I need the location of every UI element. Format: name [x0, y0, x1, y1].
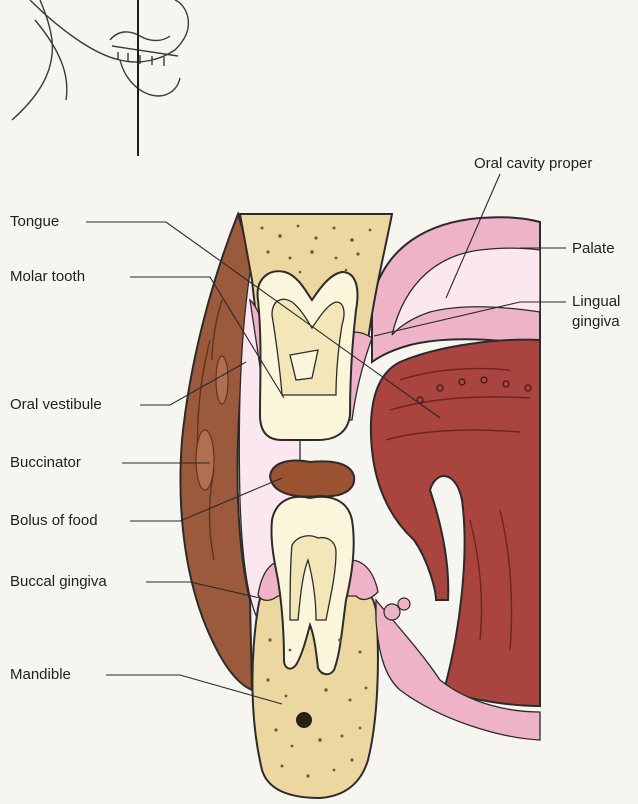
label-palate: Palate: [572, 240, 615, 258]
sublingual-papillae: [384, 598, 410, 620]
label-buccinator: Buccinator: [10, 454, 81, 472]
label-buccal-gingiva: Buccal gingiva: [10, 573, 107, 591]
label-oral-cavity-proper: Oral cavity proper: [474, 155, 592, 173]
upper-molar-tooth: [258, 271, 358, 440]
label-tongue: Tongue: [10, 213, 59, 231]
label-lingual-gingiva-line2: gingiva: [572, 313, 620, 331]
label-lingual-gingiva-line1: Lingual: [572, 293, 620, 311]
label-molar-tooth: Molar tooth: [10, 268, 85, 286]
head-profile-inset: [12, 0, 188, 120]
label-mandible: Mandible: [10, 666, 71, 684]
label-bolus-of-food: Bolus of food: [10, 512, 98, 530]
bolus-of-food: [270, 461, 354, 497]
label-oral-vestibule: Oral vestibule: [10, 396, 102, 414]
